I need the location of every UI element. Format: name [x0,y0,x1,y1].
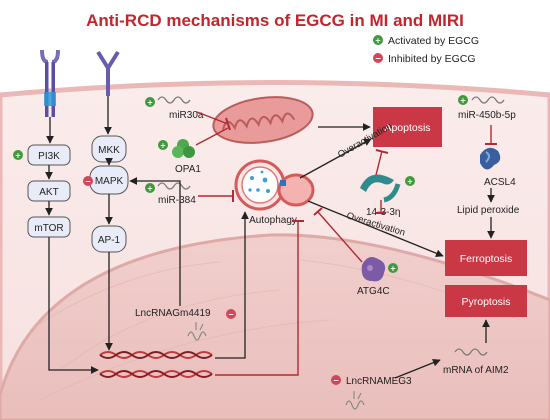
edge-autophagy-ferroptosis [307,200,444,257]
legend: + Activated by EGCG − Inhibited by EGCG [373,35,479,65]
mir30a-activated-symbol: + [147,98,152,108]
aim2-mrna-icon [454,348,488,356]
page-title: Anti-RCD mechanisms of EGCG in MI and MI… [86,11,464,30]
svg-text:PI3K: PI3K [38,151,60,162]
activated-legend-symbol: + [375,36,380,46]
activation-edges [45,96,495,379]
mitochondrion-icon [212,96,314,144]
apoptosis-box: Apoptosis [373,107,442,147]
atg4c-icon [361,257,386,282]
lnc-gm4419-inhibited-symbol: − [228,310,233,320]
mir30a-activated-icon [145,97,155,107]
atg4c-label: ATG4C [357,286,390,297]
lnc-meg3-inhibited-symbol: − [333,376,338,386]
protein-1433-activated-icon [405,176,415,186]
mkk-node: MKK [91,135,127,163]
dna-helix-icon [99,351,213,378]
lnc-meg3-rna-icon [345,391,365,410]
inhibited-legend-symbol: − [375,54,380,64]
mir450b-label: miR-450b-5p [458,110,516,121]
mir450b-activated-symbol: + [460,96,465,106]
svg-text:AKT: AKT [39,187,58,198]
protein-1433-icon [360,174,401,203]
nucleus-texture [29,259,521,401]
inhibit-dna-autophagy [215,222,299,376]
pi3k-activated-icon [13,150,23,160]
mir30a-label: miR30a [169,110,204,121]
edge-gm4419-mapk [129,177,181,306]
acsl4-icon [480,147,501,170]
mir384-activated-icon [145,183,155,193]
svg-text:Pyroptosis: Pyroptosis [461,296,510,308]
receptor-pi3k-icon [40,49,60,117]
opa1-label: OPA1 [175,164,201,175]
inhibit-mir30a-mito [196,111,229,125]
inhibited-legend-icon [373,53,383,63]
activated-legend-icon [373,35,383,45]
opa1-activated-symbol: + [160,141,165,151]
opa1-icon [172,139,195,158]
svg-text:AP-1: AP-1 [98,235,121,246]
opa1-activated-icon [158,140,168,150]
cell [0,80,550,420]
lnc-meg3-label: LncRNAMEG3 [346,376,412,387]
akt-node: AKT [27,180,71,202]
mapk-inhibited-icon [83,176,93,186]
inhibit-atg4c-autophagy [317,211,363,263]
mir384-label: miR-384 [158,195,196,206]
edge-mtor-dna [48,237,99,374]
autophagy-label: Autophagy [249,215,297,226]
receptor-mkk-icon [96,50,120,96]
svg-text:MAPK: MAPK [95,176,124,187]
mir384-activated-symbol: + [147,184,152,194]
svg-text:Apoptosis: Apoptosis [384,122,430,134]
edge-dna-autophagy [215,211,249,359]
atg4c-activated-icon [388,263,398,273]
edge-autophagy-apoptosis [299,138,372,179]
legend-activated-label: Activated by EGCG [388,35,479,47]
acsl4-label: ACSL4 [484,177,516,188]
lipid-peroxide-label: Lipid peroxide [457,205,520,216]
inhibit-1433-apoptosis [375,150,383,176]
inhibition-edges [195,111,497,376]
mapk-inhibited-symbol: − [85,177,90,187]
pi3k-node: PI3K [27,144,71,166]
mapk-node: MAPK [89,165,129,195]
svg-text:mTOR: mTOR [34,223,63,234]
svg-text:Ferroptosis: Ferroptosis [460,253,513,265]
protein-1433-activated-symbol: + [407,177,412,187]
mtor-node: mTOR [27,216,71,238]
lnc-meg3-inhibited-icon [331,375,341,385]
pi3k-activated-symbol: + [15,151,20,161]
mir30a-icon [157,96,191,104]
svg-text:MKK: MKK [98,145,120,156]
lnc-gm4419-label: LncRNAGm4419 [135,308,211,319]
lnc-gm4419-rna-icon [187,322,207,341]
inhibit-opa1-mito [195,127,229,146]
ferroptosis-box: Ferroptosis [445,240,527,276]
edge-meg3-aim2 [394,358,441,379]
mir450b-activated-icon [458,95,468,105]
mir384-icon [157,182,191,190]
autophagy-icon [234,159,315,211]
aim2-mrna-label: mRNA of AIM2 [443,365,509,376]
ap1-node: AP-1 [91,225,127,253]
pyroptosis-box: Pyroptosis [445,285,527,317]
atg4c-activated-symbol: + [390,264,395,274]
mir450b-icon [471,96,505,104]
lnc-gm4419-inhibited-icon [226,309,236,319]
legend-inhibited-label: Inhibited by EGCG [388,53,476,65]
